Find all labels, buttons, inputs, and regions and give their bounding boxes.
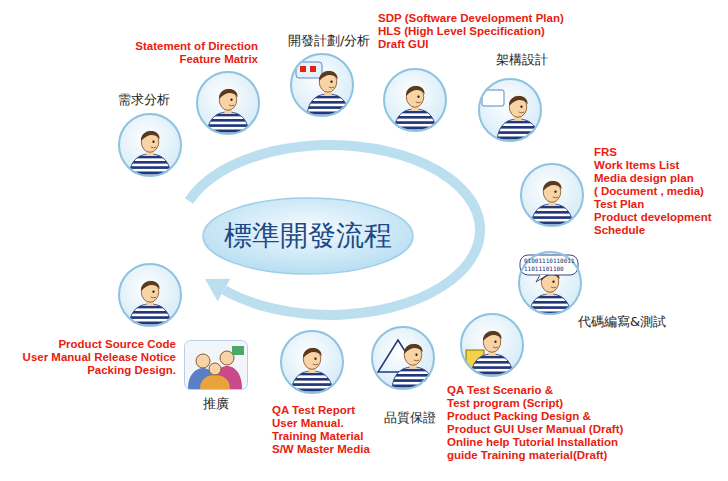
illustration-part bbox=[529, 271, 571, 315]
stage-label: 開發計劃/分析 bbox=[288, 33, 370, 49]
binary-code-text: 01001110110011 11011101100 bbox=[524, 257, 575, 273]
deliverable-list: QA Test Report User Manual. Training Mat… bbox=[272, 404, 370, 456]
stage-circle: FRS Work Items List Media design plan ( … bbox=[520, 163, 584, 227]
illustration-part bbox=[280, 330, 344, 394]
stage-label: 推廣 bbox=[203, 396, 229, 412]
node-shape bbox=[119, 114, 181, 176]
illustration-part bbox=[200, 375, 230, 389]
stage-label: 需求分析 bbox=[118, 92, 170, 108]
illustration-part bbox=[185, 341, 247, 389]
deliverable-list: SDP (Software Development Plan) HLS (Hig… bbox=[378, 12, 564, 51]
node-shape bbox=[291, 54, 353, 116]
node-outline bbox=[290, 53, 354, 117]
node-shape bbox=[197, 72, 259, 134]
cycle-arrow bbox=[189, 145, 480, 315]
deliverable-list: Product Source Code User Manual Release … bbox=[23, 338, 176, 377]
illustration-part bbox=[290, 53, 354, 117]
deliverable-list: QA Test Scenario & Test program (Script)… bbox=[447, 384, 623, 462]
node-outline bbox=[520, 163, 584, 227]
node-outline bbox=[196, 71, 260, 135]
stage-circle: QA Test Report User Manual. Training Mat… bbox=[280, 330, 344, 394]
node-outline bbox=[371, 326, 435, 390]
illustration-part bbox=[291, 348, 333, 392]
illustration-part bbox=[196, 71, 260, 135]
node-shape bbox=[461, 314, 523, 376]
stage-label: 代碼編寫&測試 bbox=[578, 314, 666, 330]
node-shape bbox=[372, 327, 434, 389]
node-outline bbox=[383, 68, 447, 132]
illustration-part bbox=[129, 131, 171, 175]
node-shape bbox=[479, 79, 541, 141]
illustration-part bbox=[383, 68, 447, 132]
stage-label: 架構設計 bbox=[496, 52, 548, 68]
illustration-part bbox=[531, 181, 573, 225]
illustration-part bbox=[207, 89, 249, 133]
illustration-part bbox=[536, 275, 547, 282]
illustration-part bbox=[118, 263, 182, 327]
promotion-box: 推廣 bbox=[184, 340, 248, 390]
stage-label: 品質保證 bbox=[384, 410, 436, 426]
illustration-part bbox=[196, 354, 210, 368]
illustration-part bbox=[497, 96, 539, 140]
illustration-part bbox=[520, 255, 578, 275]
node-shape bbox=[384, 69, 446, 131]
cycle-arrowhead bbox=[205, 279, 230, 302]
illustration-part bbox=[518, 251, 582, 315]
illustration-part bbox=[478, 78, 542, 142]
node-shape bbox=[185, 341, 248, 390]
node-shape bbox=[119, 264, 181, 326]
illustration-part bbox=[394, 86, 436, 130]
illustration-part bbox=[371, 326, 435, 390]
stage-circle: 開發計劃/分析 bbox=[290, 53, 354, 117]
process-title-ellipse: 標準開發流程 bbox=[202, 197, 414, 275]
deliverable-list: Statement of Direction Feature Matrix bbox=[135, 40, 258, 66]
illustration-part bbox=[478, 78, 542, 142]
node-shape bbox=[281, 331, 343, 393]
process-title: 標準開發流程 bbox=[224, 219, 392, 253]
illustration-part bbox=[460, 313, 524, 377]
illustration-part bbox=[471, 331, 513, 375]
illustration-part bbox=[280, 330, 344, 394]
node-outline bbox=[478, 78, 542, 142]
illustration-part bbox=[118, 263, 182, 327]
node-outline bbox=[118, 113, 182, 177]
illustration-part bbox=[196, 71, 260, 135]
illustration-part bbox=[383, 68, 447, 132]
deliverable-list: FRS Work Items List Media design plan ( … bbox=[594, 146, 712, 237]
illustration-part bbox=[300, 66, 306, 72]
illustration-part bbox=[118, 113, 182, 177]
stage-circle: 品質保證 bbox=[371, 326, 435, 390]
node-outline bbox=[280, 330, 344, 394]
illustration-part bbox=[118, 113, 182, 177]
stage-circle: 需求分析 bbox=[118, 113, 182, 177]
illustration-part bbox=[518, 251, 582, 315]
illustration-part bbox=[460, 313, 524, 377]
illustration-part bbox=[290, 53, 354, 117]
node-shape bbox=[521, 164, 583, 226]
node-outline bbox=[118, 263, 182, 327]
stage-circle: Statement of Direction Feature Matrix bbox=[196, 71, 260, 135]
stage-circle: QA Test Scenario & Test program (Script)… bbox=[460, 313, 524, 377]
illustration-part bbox=[520, 163, 584, 227]
node-outline bbox=[184, 340, 248, 390]
illustration-part bbox=[520, 163, 584, 227]
node-outline bbox=[460, 313, 524, 377]
illustration-part bbox=[392, 344, 434, 388]
stage-circle: Product Source Code User Manual Release … bbox=[118, 263, 182, 327]
node-shape bbox=[203, 198, 413, 274]
illustration-part bbox=[232, 346, 244, 355]
illustration-part bbox=[129, 281, 171, 325]
illustration-part bbox=[220, 351, 234, 365]
node-shape bbox=[519, 252, 581, 314]
stage-circle: SDP (Software Development Plan) HLS (Hig… bbox=[383, 68, 447, 132]
illustration-part bbox=[310, 66, 316, 72]
illustration-part bbox=[371, 326, 435, 390]
illustration-part bbox=[209, 363, 221, 375]
stage-circle: 架構設計 bbox=[478, 78, 542, 142]
